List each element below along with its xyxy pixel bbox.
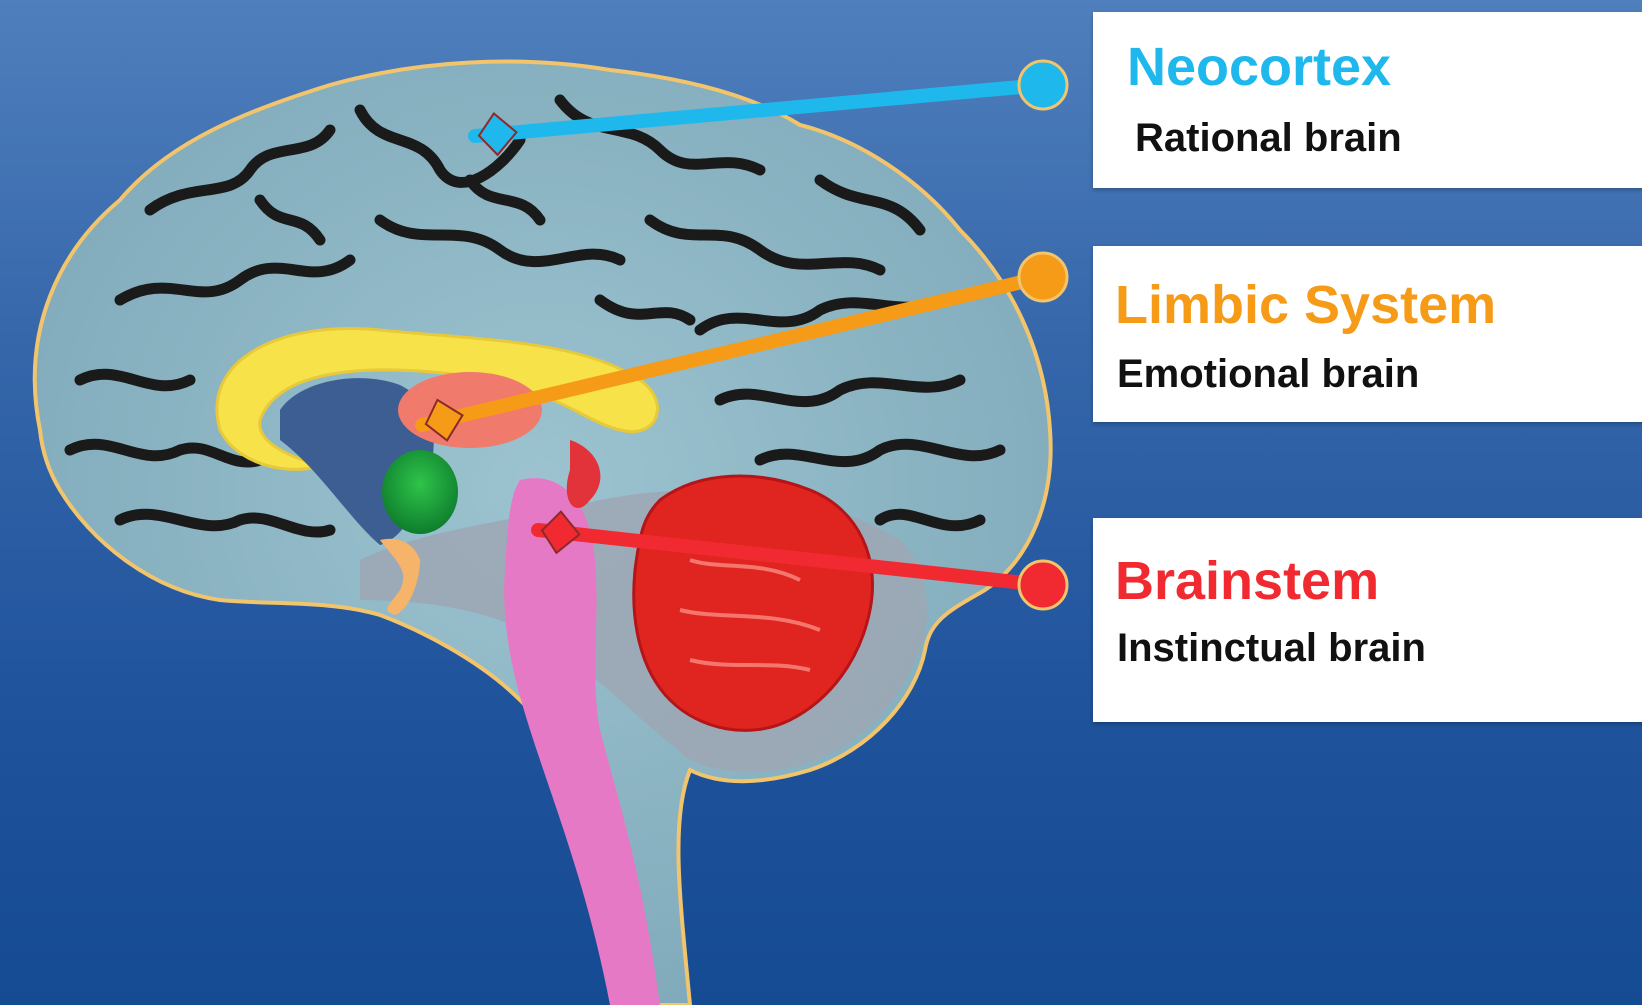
limbic-label-card: Limbic System Emotional brain bbox=[1093, 246, 1642, 422]
brainstem-title: Brainstem bbox=[1115, 554, 1379, 608]
brainstem-pointer-dot bbox=[1019, 561, 1067, 609]
brainstem-label-card: Brainstem Instinctual brain bbox=[1093, 518, 1642, 722]
limbic-title: Limbic System bbox=[1115, 278, 1496, 332]
limbic-pointer-dot bbox=[1019, 253, 1067, 301]
brainstem-subtitle: Instinctual brain bbox=[1117, 628, 1426, 668]
limbic-subtitle: Emotional brain bbox=[1117, 354, 1419, 394]
neocortex-title: Neocortex bbox=[1127, 40, 1391, 94]
neocortex-subtitle: Rational brain bbox=[1135, 118, 1402, 158]
amygdala bbox=[382, 450, 458, 534]
neocortex-label-card: Neocortex Rational brain bbox=[1093, 12, 1642, 188]
neocortex-pointer-dot bbox=[1019, 61, 1067, 109]
